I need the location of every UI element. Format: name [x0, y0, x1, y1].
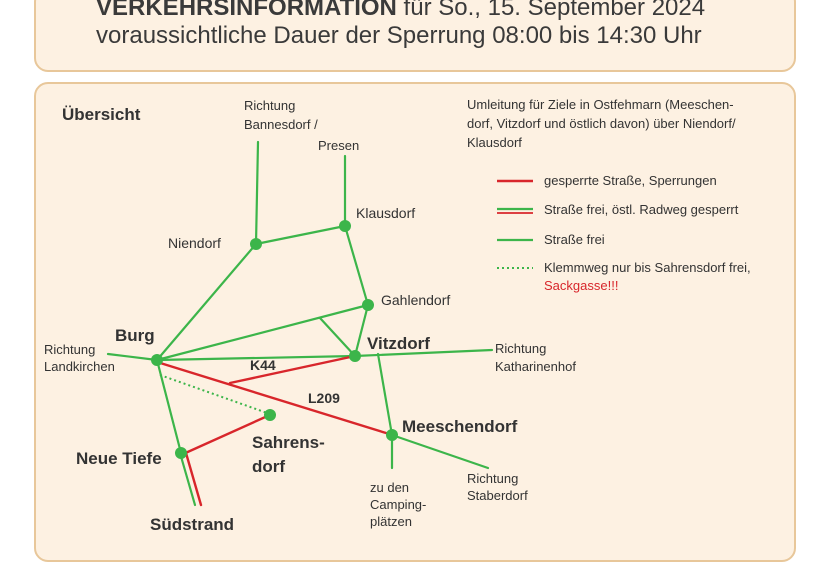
legend-label-red: gesperrte Straße, Sperrungen: [544, 173, 717, 188]
label-sahrensdorf-2: dorf: [252, 457, 285, 476]
section-title: Übersicht: [62, 105, 141, 124]
label-niendorf: Niendorf: [168, 235, 221, 251]
label-richtung-bannesdorf-2: Bannesdorf /: [244, 117, 318, 132]
header-subtitle: voraussichtliche Dauer der Sperrung 08:0…: [96, 22, 702, 49]
node-meeschendorf: [386, 429, 398, 441]
info-line-3: Klausdorf: [467, 135, 522, 150]
map-panel: [34, 82, 796, 562]
node-niendorf: [250, 238, 262, 250]
label-richtung-katharinenhof-2: Katharinenhof: [495, 359, 576, 374]
road-k44-closed: [228, 354, 357, 385]
legend: gesperrte Straße, Sperrungen Straße frei…: [497, 173, 751, 293]
label-camping-3: plätzen: [370, 514, 412, 529]
header-title-rest: für So., 15. September 2024: [396, 0, 706, 21]
label-camping-2: Camping-: [370, 497, 426, 512]
label-richtung-staberdorf-1: Richtung: [467, 471, 518, 486]
header-panel: VERKEHRSINFORMATION für So., 15. Septemb…: [34, 0, 796, 72]
label-camping-1: zu den: [370, 480, 409, 495]
label-richtung-staberdorf-2: Staberdorf: [467, 488, 528, 503]
road-vitzdorf-meeschendorf: [376, 352, 394, 437]
header-title-bold: VERKEHRSINFORMATION: [96, 0, 397, 21]
road-landkirchen-burg: [106, 352, 159, 362]
road-niendorf-klausdorf: [254, 224, 347, 246]
legend-label-dotted: Klemmweg nur bis Sahrensdorf frei,: [544, 260, 751, 275]
label-suedstrand: Südstrand: [150, 515, 234, 534]
node-klausdorf: [339, 220, 351, 232]
label-richtung-landkirchen-1: Richtung: [44, 342, 95, 357]
red-roads: [155, 354, 388, 507]
label-gahlendorf: Gahlendorf: [381, 292, 450, 308]
label-k44: K44: [250, 357, 276, 373]
label-klausdorf: Klausdorf: [356, 205, 415, 221]
label-l209: L209: [308, 390, 340, 406]
road-meeschendorf-staberdorf: [390, 433, 490, 470]
road-l209-closed: [155, 360, 388, 435]
road-neue-tiefe-suedstrand-red: [184, 451, 203, 507]
info-line-2: dorf, Vitzdorf und östlich davon) über N…: [467, 116, 736, 131]
label-meeschendorf: Meeschendorf: [402, 417, 518, 436]
road-burg-vitzdorf: [155, 354, 357, 362]
node-sahrensdorf: [264, 409, 276, 421]
road-sahrensdorf-neue-tiefe-closed: [179, 412, 274, 457]
road-neue-tiefe-suedstrand-green: [178, 451, 197, 507]
label-neue-tiefe: Neue Tiefe: [76, 449, 162, 468]
label-vitzdorf: Vitzdorf: [367, 334, 430, 353]
label-sahrensdorf-1: Sahrens-: [252, 433, 325, 452]
road-burg-gahlendorf: [155, 303, 370, 362]
legend-label-green: Straße frei: [544, 232, 605, 247]
header-title: VERKEHRSINFORMATION für So., 15. Septemb…: [96, 0, 705, 22]
label-richtung-katharinenhof-1: Richtung: [495, 341, 546, 356]
legend-label-sackgasse: Sackgasse!!!: [544, 278, 618, 293]
node-neue-tiefe: [175, 447, 187, 459]
node-vitzdorf: [349, 350, 361, 362]
legend-label-green-red: Straße frei, östl. Radweg gesperrt: [544, 202, 739, 217]
road-niendorf-burg: [155, 242, 258, 362]
road-klausdorf-gahlendorf: [343, 224, 370, 307]
road-bannesdorf-niendorf: [254, 140, 260, 246]
node-burg: [151, 354, 163, 366]
node-gahlendorf: [362, 299, 374, 311]
road-branch-vitzdorf: [318, 316, 357, 358]
road-gahlendorf-vitzdorf: [353, 303, 370, 358]
info-line-1: Umleitung für Ziele in Ostfehmarn (Meesc…: [467, 97, 734, 112]
label-burg: Burg: [115, 326, 155, 345]
label-richtung-landkirchen-2: Landkirchen: [44, 359, 115, 374]
label-richtung-bannesdorf-1: Richtung: [244, 98, 295, 113]
town-nodes: [151, 220, 398, 459]
road-burg-neue-tiefe: [155, 358, 183, 455]
label-presen: Presen: [318, 138, 359, 153]
